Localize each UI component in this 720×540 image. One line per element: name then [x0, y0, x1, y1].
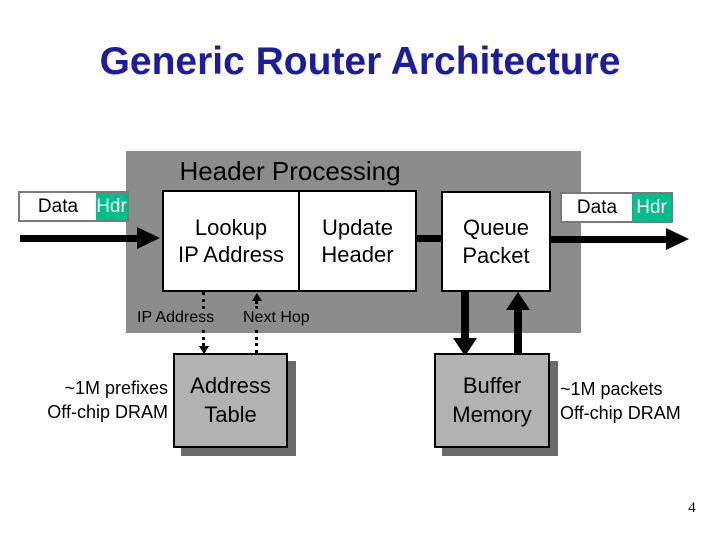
address-table-box: Address Table [173, 353, 288, 448]
queue-to-buffer-arrowhead [453, 338, 477, 356]
flow-arrow-right-shaft [551, 236, 667, 243]
buffer-memory-box: Buffer Memory [434, 353, 550, 448]
queue-box-line2: Packet [462, 242, 530, 268]
ip-address-dotted-line-upper [202, 292, 205, 309]
ip-address-dotted-line-lower [202, 330, 205, 346]
flow-arrow-left-shaft [20, 235, 138, 242]
packet-right: Data Hdr [560, 192, 673, 223]
lookup-box-line2: IP Address [178, 242, 284, 267]
panel-title: Header Processing [179, 156, 401, 186]
queue-box-line1: Queue [462, 215, 530, 240]
update-box-line1: Update [322, 214, 393, 240]
page-number: 4 [688, 500, 696, 516]
next-hop-label: Next Hop [243, 309, 310, 326]
buffer-memory-caption-line1: ~1M packets [560, 379, 663, 399]
buffer-memory-line1: Buffer [462, 372, 522, 398]
next-hop-dotted-line-lower [255, 330, 258, 353]
queue-to-buffer-arrow-shaft [461, 292, 469, 338]
buffer-memory-caption-line2: Off-chip DRAM [560, 403, 681, 424]
packet-left-data-cell: Data [20, 193, 96, 220]
next-hop-arrowhead-up [252, 293, 262, 301]
address-table-line1: Address [190, 372, 271, 398]
address-table-caption: ~1M prefixes Off-chip DRAM [16, 376, 168, 425]
update-box-line2: Header [321, 242, 394, 267]
flow-connector-mid [417, 235, 441, 242]
address-table-line2: Table [204, 401, 257, 427]
update-header-box: Update Header [298, 190, 417, 292]
lookup-ip-address-box: Lookup IP Address [162, 190, 300, 292]
packet-right-hdr-cell: Hdr [632, 194, 671, 221]
next-hop-dotted-line-upper [255, 301, 258, 309]
packet-left-hdr-cell: Hdr [96, 193, 127, 220]
buffer-memory-line2: Memory [452, 401, 532, 427]
packet-right-data-cell: Data [562, 194, 632, 221]
address-table-caption-line1: ~1M prefixes [64, 378, 168, 398]
buffer-to-queue-arrow-shaft [514, 310, 522, 353]
queue-packet-box: Queue Packet [441, 191, 551, 292]
buffer-to-queue-arrowhead [506, 292, 530, 310]
address-table-caption-line2: Off-chip DRAM [47, 402, 168, 423]
flow-arrow-right-head [666, 228, 689, 250]
packet-left: Data Hdr [18, 191, 129, 222]
lookup-box-line1: Lookup [194, 214, 268, 240]
flow-arrow-left-head [137, 227, 160, 249]
slide-title: Generic Router Architecture [99, 40, 621, 83]
ip-address-arrowhead-down [199, 346, 209, 354]
buffer-memory-caption: ~1M packets Off-chip DRAM [560, 377, 720, 426]
ip-address-label: IP Address [137, 309, 215, 326]
